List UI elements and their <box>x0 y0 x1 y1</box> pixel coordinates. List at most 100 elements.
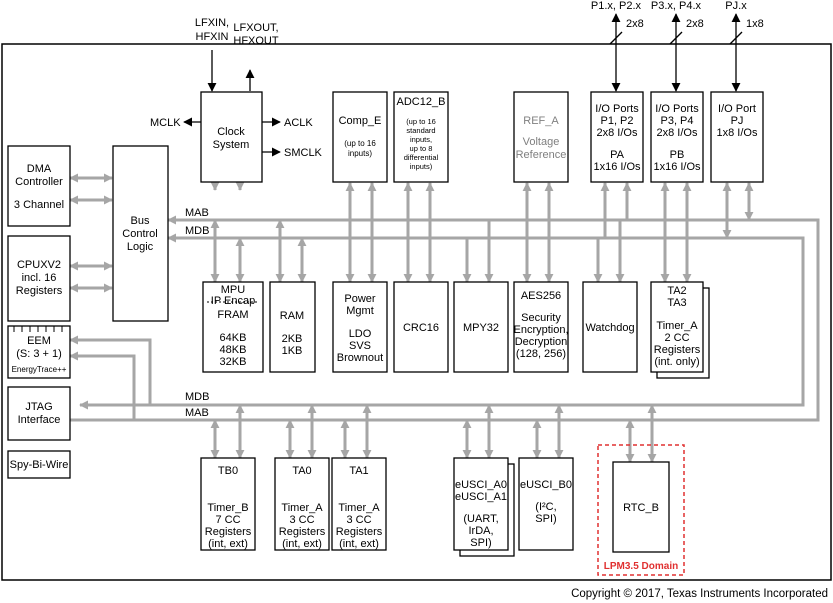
bus-control-block <box>112 145 169 322</box>
power-text-0: Power <box>344 293 376 305</box>
usci-b-text-3: SPI) <box>535 513 556 525</box>
tb0-text-5: (int, ext) <box>208 538 248 550</box>
p34-label: P3.x, P4.x <box>651 0 702 12</box>
ta0-block <box>274 457 330 551</box>
mab-bot-label: MAB <box>185 407 209 419</box>
io-pb-block <box>650 91 704 183</box>
lfxout-label-2: HFXOUT <box>233 35 279 47</box>
tb0-text-4: Registers <box>205 526 252 538</box>
power-text-5: Brownout <box>337 352 383 364</box>
tb0-text-0: TB0 <box>218 465 238 477</box>
rtc-block <box>612 461 670 553</box>
io-pb-text-0: I/O Ports <box>655 103 699 115</box>
lfxin-label-2: HFXIN <box>196 31 229 43</box>
watchdog-block <box>582 281 638 373</box>
spy-bi-wire-block <box>7 450 71 479</box>
adc-block <box>393 91 449 183</box>
usci-b-text-0: eUSCI_B0 <box>520 479 572 491</box>
ref-text-0: REF_A <box>523 115 559 127</box>
adc-text-4: up to 8 <box>410 144 433 153</box>
crc-block <box>393 281 449 373</box>
mpu-text-5: 48KB <box>220 344 247 356</box>
io-pb-text-5: 1x16 I/Os <box>653 161 701 173</box>
mpu-fram-block <box>202 281 264 373</box>
tb0-block <box>200 457 256 551</box>
p12-label: P1.x, P2.x <box>591 0 642 12</box>
left-bus-arrows <box>69 173 152 420</box>
ram-block <box>269 281 316 373</box>
dma-text-3: 3 Channel <box>14 199 64 211</box>
ref-block <box>513 91 569 183</box>
cpu-text-0: CPUXV2 <box>17 259 61 271</box>
aes-text-3: Encryption, <box>513 324 568 336</box>
comp-text-1: (up to 16 <box>344 139 376 148</box>
usci-b-block <box>518 457 574 551</box>
io-pa-text-0: I/O Ports <box>595 103 639 115</box>
bw-2x8-a: 2x8 <box>626 18 644 30</box>
io-pa-text-2: 2x8 I/Os <box>597 127 638 139</box>
io-pj-text-0: I/O Port <box>718 103 756 115</box>
io-pj-text-1: PJ <box>731 115 744 127</box>
adc-text-0: ADC12_B <box>397 96 446 108</box>
sbw-text: Spy-Bi-Wire <box>10 459 69 471</box>
power-text-1: Mgmt <box>346 305 374 317</box>
cpu-block <box>7 235 71 322</box>
jtag-text-0: JTAG <box>25 401 52 413</box>
smclk-label: SMCLK <box>284 147 323 159</box>
io-pj-block <box>710 91 764 183</box>
aes-block <box>513 281 569 373</box>
eem-text-0: EEM <box>27 335 51 347</box>
power-text-3: LDO <box>349 328 372 340</box>
io-pb-text-1: P3, P4 <box>660 115 693 127</box>
usci-a-text-3: (UART, <box>463 513 498 525</box>
blocks <box>7 91 764 576</box>
jtag-block <box>7 386 71 441</box>
ta1-text-5: (int, ext) <box>339 538 379 550</box>
usci-a-text-0: eUSCI_A0 <box>455 479 507 491</box>
ref-text-1: Voltage <box>523 136 560 148</box>
tb0-text-2: Timer_B <box>207 502 248 514</box>
mpu-text-2: FRAM <box>217 309 248 321</box>
lpm-domain-border <box>597 444 685 576</box>
bus-ctrl-text-2: Logic <box>127 241 154 253</box>
bus-ctrl-text-0: Bus <box>131 215 150 227</box>
crc-text: CRC16 <box>403 322 439 334</box>
tb0-text-3: 7 CC <box>215 514 240 526</box>
clock-block <box>200 91 263 183</box>
power-block <box>332 281 388 373</box>
ta23-text-0: TA2 <box>667 285 686 297</box>
comp-block <box>332 91 388 183</box>
ram-text-3: 1KB <box>282 345 303 357</box>
ta1-text-2: Timer_A <box>338 502 380 514</box>
usci-a-text-5: SPI) <box>470 537 491 549</box>
jtag-text-1: Interface <box>18 414 61 426</box>
mdb-top-label: MDB <box>185 225 209 237</box>
ta0-text-5: (int, ext) <box>282 538 322 550</box>
ta23-text-3: Timer_A <box>656 320 698 332</box>
external-signals <box>183 13 743 157</box>
usci-a-block <box>453 457 509 551</box>
ta23-text-1: TA3 <box>667 297 686 309</box>
ta23-text-4: 2 CC <box>664 332 689 344</box>
mab-top-label: MAB <box>185 207 209 219</box>
lfxout-label-1: LFXOUT, <box>233 22 278 34</box>
eem-ticks <box>13 326 63 332</box>
chip-outline <box>1 43 832 581</box>
bottom-bus-arrows <box>210 404 657 463</box>
dma-block <box>7 145 71 227</box>
ta0-text-0: TA0 <box>292 465 311 477</box>
mpu-text-0: MPU <box>221 284 246 296</box>
ta1-text-3: 3 CC <box>346 514 371 526</box>
pj-label: PJ.x <box>725 0 747 12</box>
labels: LFXIN, HFXIN LFXOUT, HFXOUT P1.x, P2.x P… <box>10 0 828 600</box>
power-text-4: SVS <box>349 340 371 352</box>
aes-text-5: (128, 256) <box>516 348 566 360</box>
clock-text-1: System <box>213 139 250 151</box>
ram-text-0: RAM <box>280 310 304 322</box>
ref-text-2: Reference <box>516 149 567 161</box>
usci-a-text-1: eUSCI_A1 <box>455 491 507 503</box>
io-pa-text-5: 1x16 I/Os <box>593 161 641 173</box>
watchdog-text: Watchdog <box>585 322 634 334</box>
ta0-text-3: 3 CC <box>289 514 314 526</box>
ta0-text-4: Registers <box>279 526 326 538</box>
